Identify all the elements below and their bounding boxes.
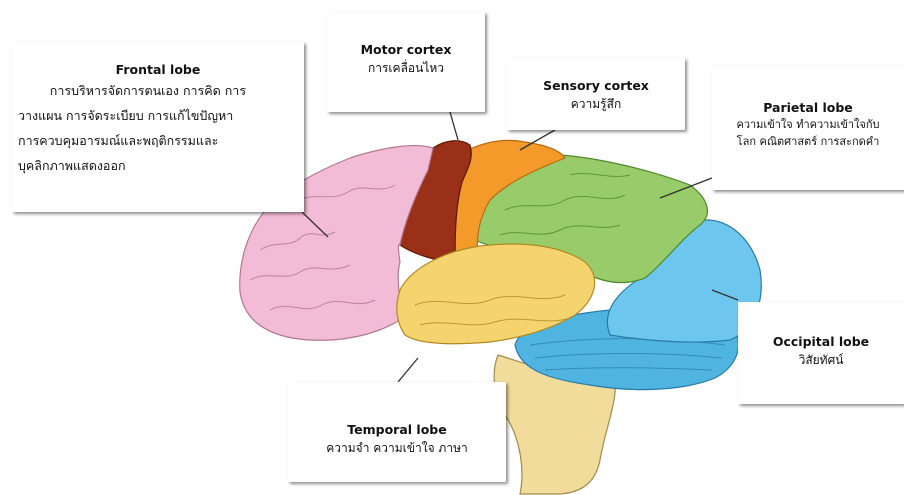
occipital-lobe-label: Occipital lobe วิสัยทัศน์: [738, 302, 904, 404]
sensory-cortex-label: Sensory cortex ความรู้สึก: [507, 58, 685, 130]
temporal-lobe-line-1: ความจำ ความเข้าใจ ภาษา: [292, 438, 502, 458]
motor-cortex-line-1: การเคลื่อนไหว: [331, 58, 481, 78]
frontal-lobe-line-1: การบริหารจัดการตนเอง การคิด การ: [16, 78, 300, 103]
frontal-lobe-label: Frontal lobe การบริหารจัดการตนเอง การคิด…: [12, 42, 304, 212]
motor-cortex-title: Motor cortex: [331, 42, 481, 58]
pointer-motor: [450, 112, 458, 140]
parietal-lobe-label: Parietal lobe ความเข้าใจ ทำความเข้าใจกับ…: [712, 66, 904, 190]
motor-cortex-label: Motor cortex การเคลื่อนไหว: [327, 12, 485, 112]
parietal-lobe-title: Parietal lobe: [714, 100, 902, 116]
temporal-lobe-title: Temporal lobe: [292, 422, 502, 438]
frontal-lobe-line-2: วางแผน การจัดระเบียบ การแก้ไขปัญหา: [16, 103, 300, 128]
frontal-lobe-line-4: บุคลิกภาพแสดงออก: [16, 153, 300, 178]
occipital-lobe-title: Occipital lobe: [742, 334, 900, 350]
sensory-cortex-line-1: ความรู้สึก: [511, 94, 681, 114]
pointer-temporal: [398, 358, 418, 382]
parietal-lobe-line-2: โลก คณิตศาสตร์ การสะกดคำ: [714, 133, 902, 150]
occipital-lobe-line-1: วิสัยทัศน์: [742, 350, 900, 370]
temporal-lobe-label: Temporal lobe ความจำ ความเข้าใจ ภาษา: [288, 382, 506, 482]
parietal-lobe-line-1: ความเข้าใจ ทำความเข้าใจกับ: [714, 116, 902, 133]
frontal-lobe-line-3: การควบคุมอารมณ์และพฤติกรรมและ: [16, 128, 300, 153]
frontal-lobe-title: Frontal lobe: [16, 62, 300, 78]
sensory-cortex-title: Sensory cortex: [511, 78, 681, 94]
